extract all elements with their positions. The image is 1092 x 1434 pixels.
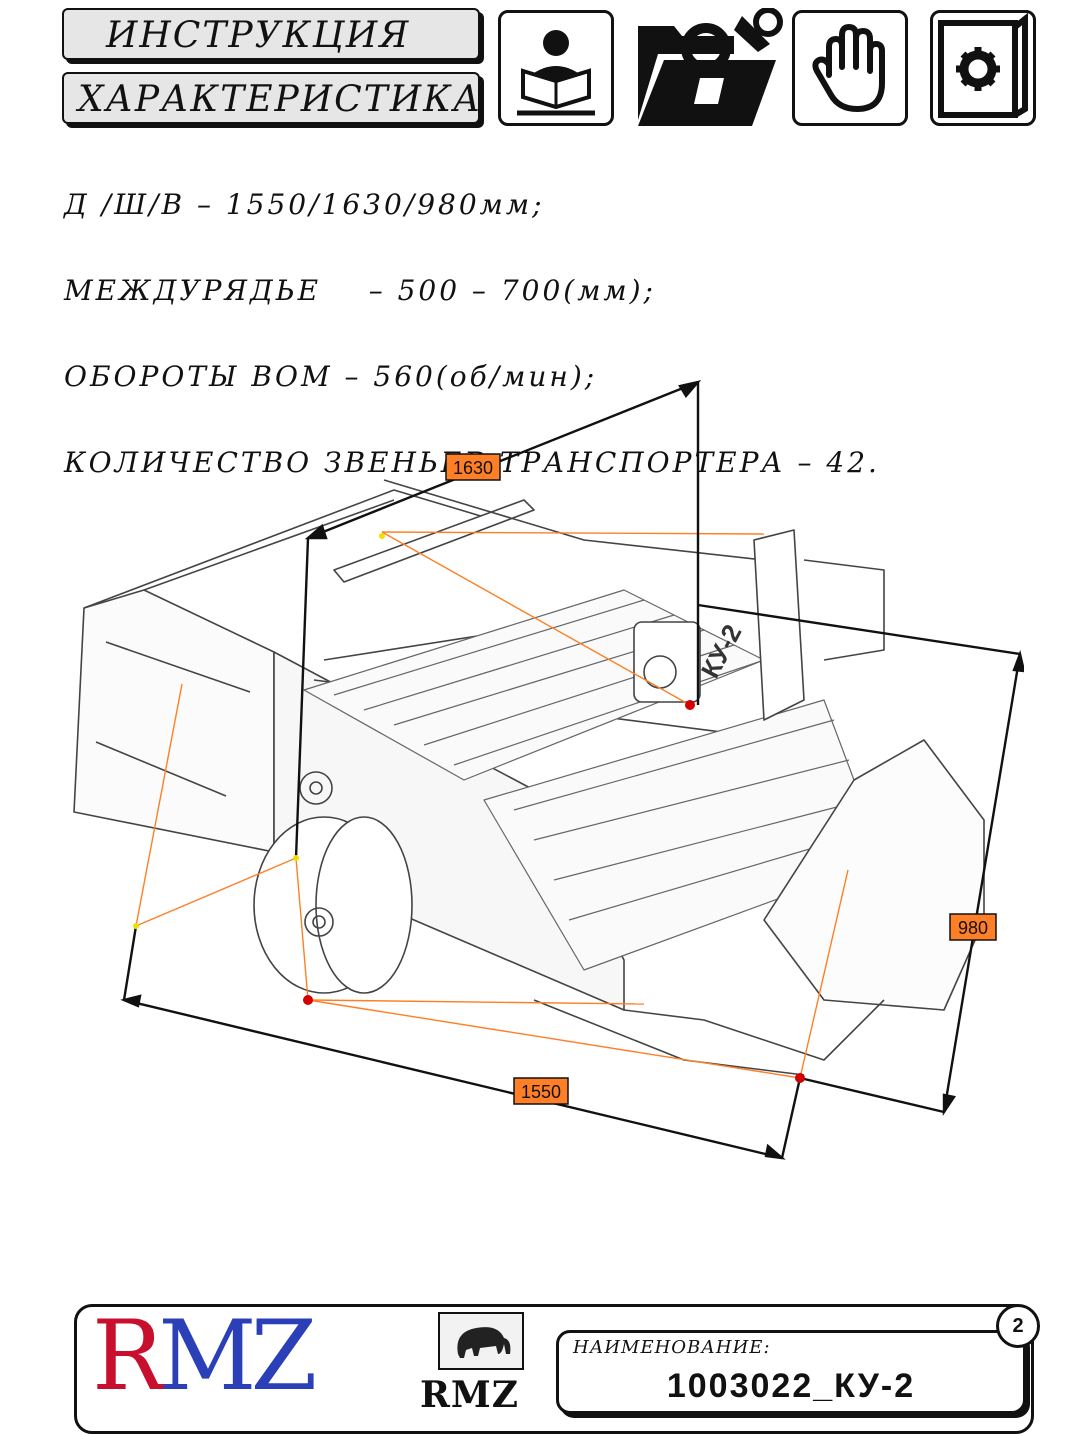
machine-drawing: КУ-2 1630 (73, 380, 1024, 1160)
spec-pto-speed: ОБОРОТЫ ВОМ – 560(об/мин); (64, 360, 598, 393)
elephant-logo-icon (438, 1312, 524, 1370)
support-wheel (253, 816, 413, 994)
side-panel (73, 589, 275, 853)
reading-manual-icon[interactable] (498, 10, 614, 126)
stop-hand-icon[interactable] (792, 10, 908, 126)
dim-label-width: 1630 (445, 453, 501, 481)
spec-row-spacing: МЕЖДУРЯДЬЕ – 500 – 700(мм); (64, 274, 656, 307)
share (763, 739, 985, 1011)
dim-length-text: 1550 (521, 1082, 561, 1102)
name-caption: НАИМЕНОВАНИЕ: (573, 1337, 771, 1358)
settings-book-icon[interactable] (930, 10, 1036, 126)
document-name: 1003022_КУ-2 (666, 1367, 916, 1405)
dim-height-text: 980 (958, 918, 988, 938)
name-box: НАИМЕНОВАНИЕ: 1003022_КУ-2 (556, 1330, 1026, 1414)
tab-characteristics[interactable]: ХАРАКТЕРИСТИКА (62, 72, 480, 124)
settings-folder-icon[interactable] (634, 7, 784, 130)
tab-instruction[interactable]: ИНСТРУКЦИЯ (62, 8, 480, 60)
brand-small: RMZ (420, 1374, 520, 1416)
dim-label-length: 1550 (513, 1077, 569, 1105)
spec-dimensions: Д /Ш/В – 1550/1630/980мм; (64, 188, 545, 221)
dim-label-height: 980 (949, 913, 997, 941)
reference-markers (133, 533, 805, 1083)
rmz-logo: RMZ (92, 1300, 317, 1412)
page-number: 2 (996, 1304, 1040, 1348)
dim-width-text: 1630 (453, 458, 493, 478)
